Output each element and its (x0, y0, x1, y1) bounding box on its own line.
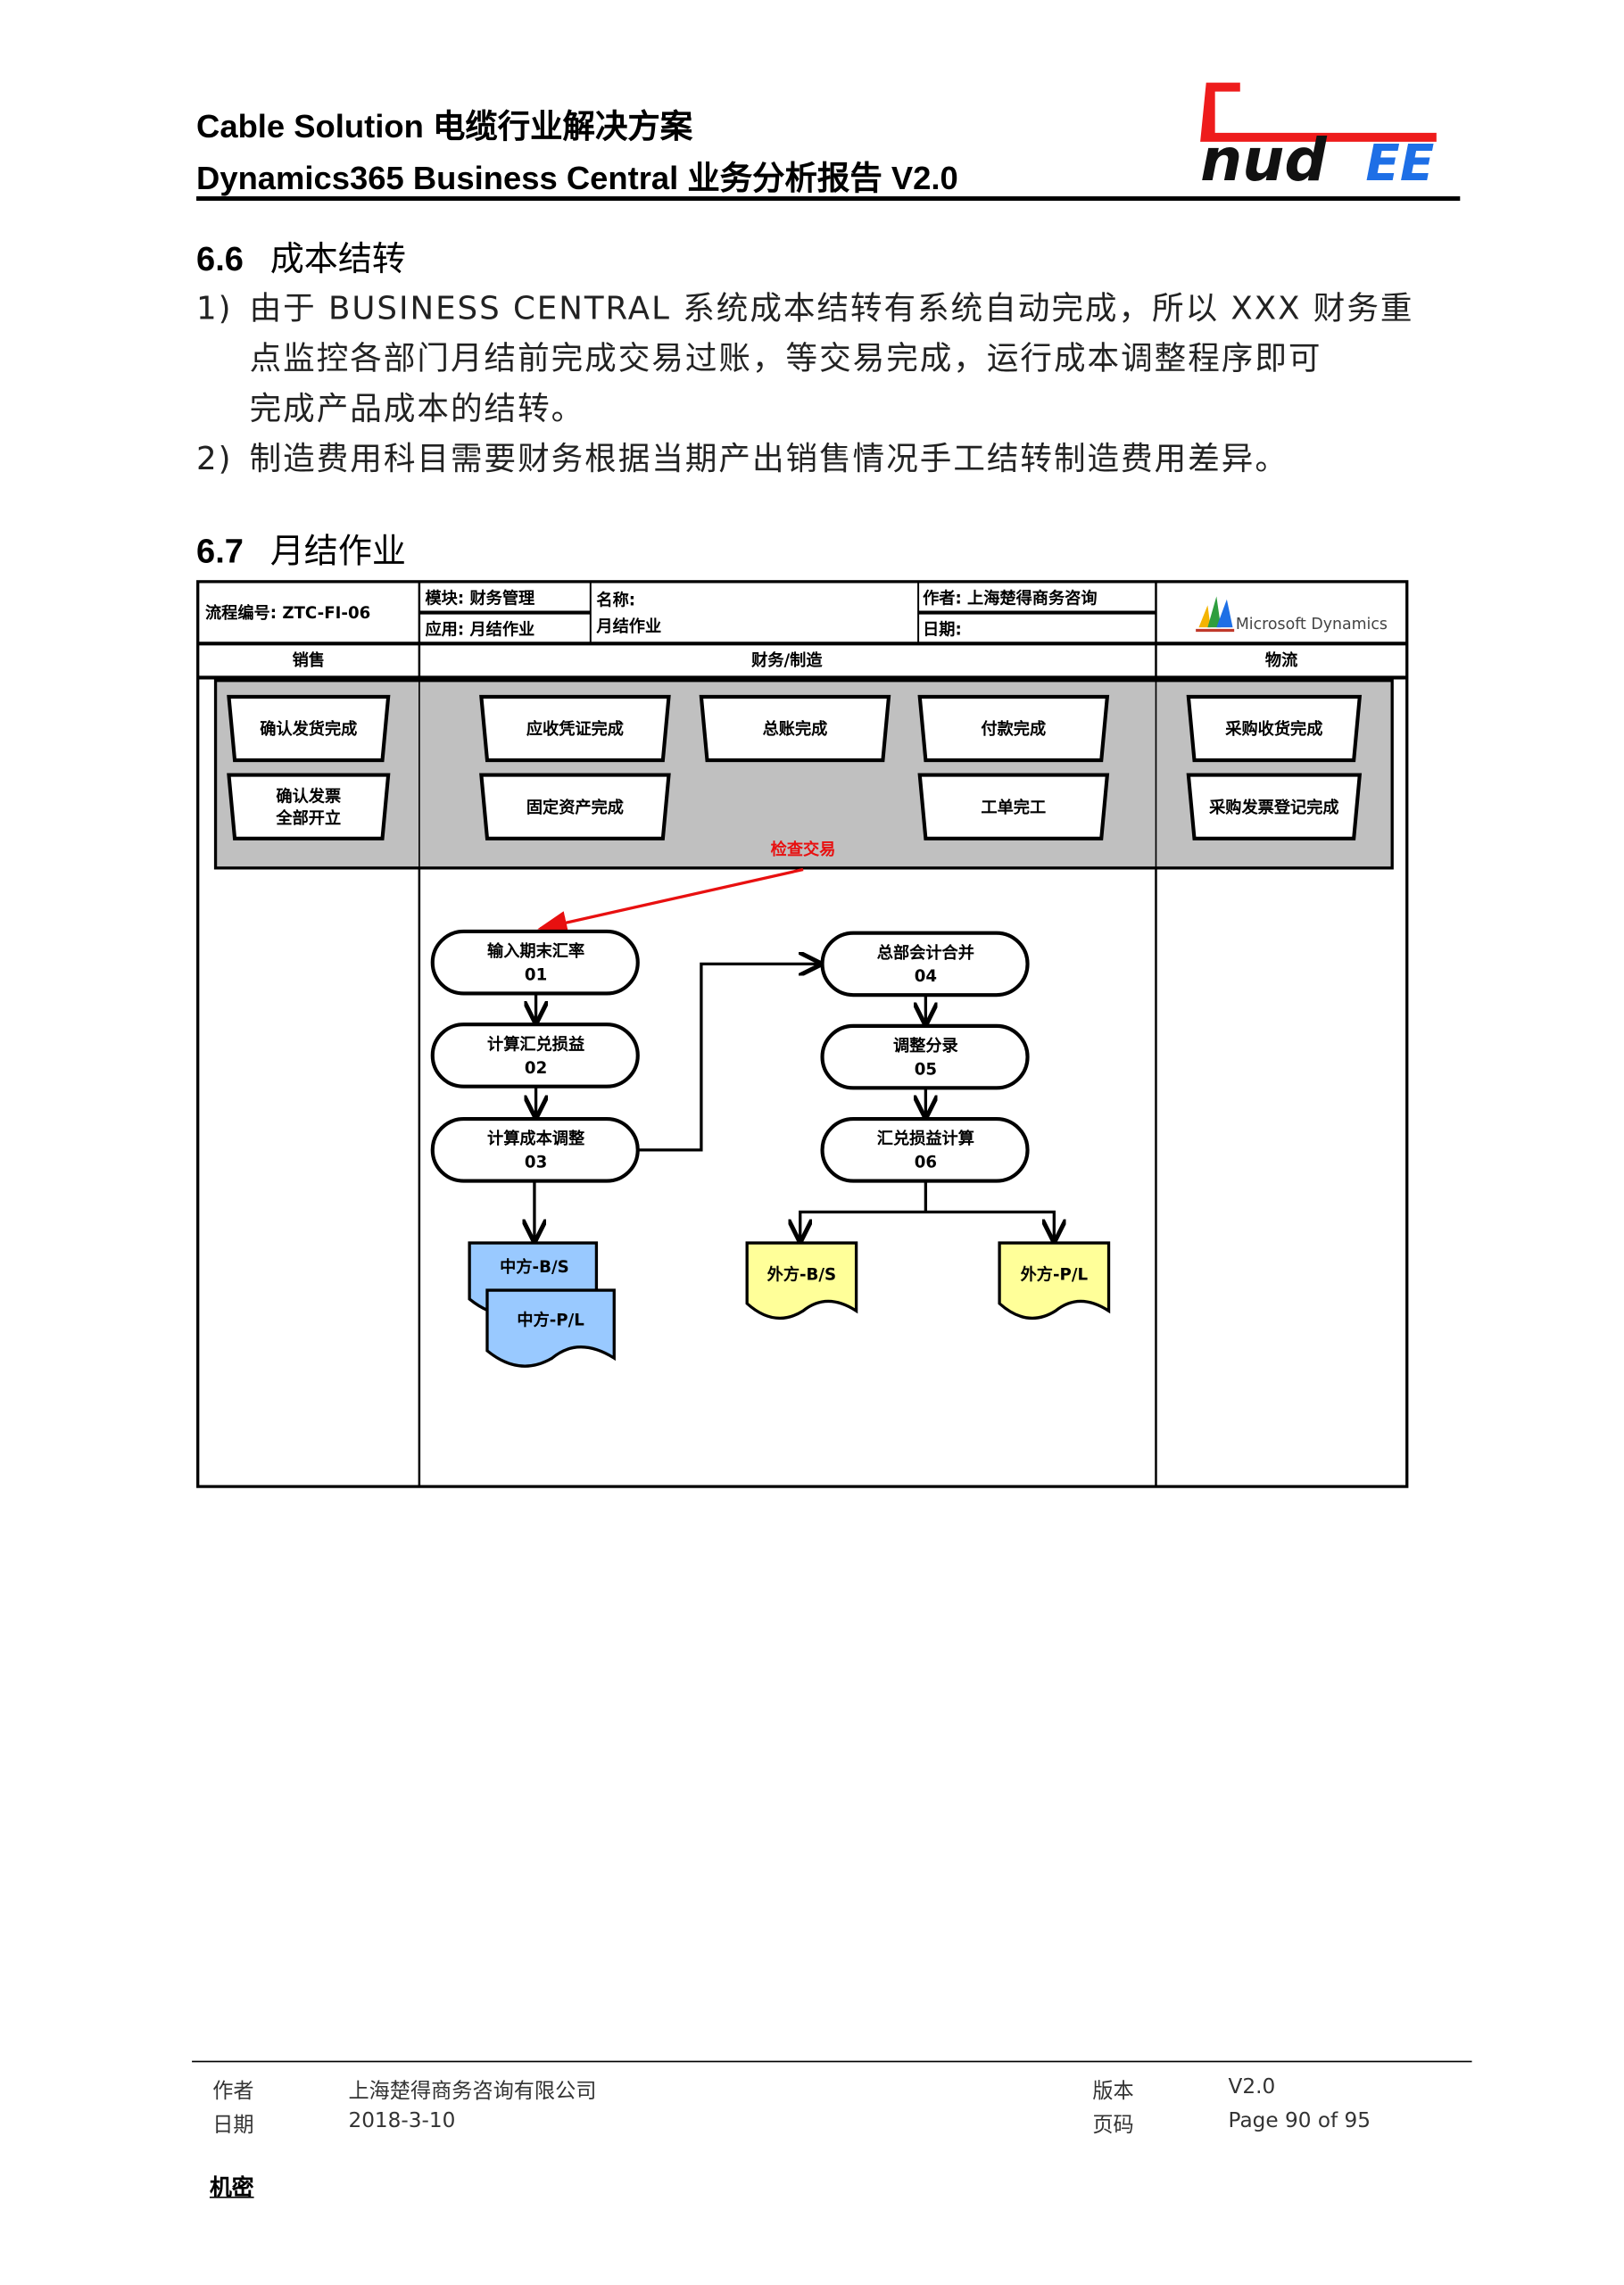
footer-date: 2018-3-10 (348, 2109, 456, 2133)
doc-cn-pl (485, 1288, 616, 1368)
list-marker: 1) (196, 290, 233, 328)
month-end-flowchart: 流程编号: ZTC-FI-06 模块: 财务管理 应用: 月结作业 名称: 月结… (196, 580, 1409, 1488)
precondition-label: 全部开立 (275, 808, 341, 828)
process-step (430, 1117, 640, 1183)
process-step-number: 03 (525, 1154, 547, 1172)
precondition-label: 采购发票登记完成 (1208, 798, 1339, 817)
check-transactions-label: 检查交易 (771, 840, 836, 859)
date-label: 日期: (923, 620, 962, 639)
flow-number: 流程编号: ZTC-FI-06 (205, 603, 370, 623)
module-label: 模块: 财务管理 (425, 589, 534, 609)
doc-foreign-bs (745, 1241, 858, 1320)
check-arrow (537, 867, 804, 935)
footer-page-label: 页码 (1092, 2114, 1134, 2138)
process-step-name: 输入期末汇率 (487, 941, 584, 961)
footer-page: Page 90 of 95 (1228, 2109, 1371, 2133)
precondition-box (699, 694, 891, 763)
footer-version-label: 版本 (1092, 2080, 1134, 2104)
process-step (430, 1022, 640, 1089)
precondition-box (917, 773, 1110, 840)
precondition-label: 采购收货完成 (1224, 719, 1322, 739)
svg-text:外方-B/S: 外方-B/S (767, 1264, 837, 1284)
precondition-box (1186, 773, 1363, 840)
lane-finance-manufacturing: 财务/制造 (751, 650, 823, 670)
process-step-number: 06 (915, 1154, 937, 1172)
author-label: 作者: 上海楚得商务咨询 (923, 589, 1097, 609)
svg-text:EE: EE (1365, 135, 1434, 187)
paragraph-line: 由于 BUSINESS CENTRAL 系统成本结转有系统自动完成，所以 XXX… (249, 290, 1414, 328)
confidential-mark: 机密 (209, 2174, 254, 2201)
process-step (820, 1023, 1030, 1090)
header-title-line2: Dynamics365 Business Central 业务分析报告 V2.0 (196, 159, 958, 197)
paragraph-line: 制造费用科目需要财务根据当期产出销售情况手工结转制造费用差异。 (249, 441, 1288, 479)
precondition-label: 工单完工 (981, 798, 1046, 817)
svg-text:中方-P/L: 中方-P/L (517, 1311, 584, 1330)
doc-foreign-pl (998, 1241, 1111, 1320)
precondition-label: 确认发票 (276, 786, 341, 806)
process-step (820, 931, 1030, 998)
process-step-name: 调整分录 (893, 1036, 958, 1056)
precondition-box (1186, 694, 1363, 763)
paragraph-line: 点监控各部门月结前完成交易过账，等交易完成，运行成本调整程序即可 (249, 341, 1322, 378)
header-title-line1: Cable Solution 电缆行业解决方案 (196, 107, 693, 145)
footer-author: 上海楚得商务咨询有限公司 (348, 2080, 597, 2104)
precondition-label: 确认发货完成 (260, 719, 357, 739)
precondition-label: 固定资产完成 (526, 798, 624, 817)
precondition-label: 应收凭证完成 (526, 719, 624, 739)
precondition-box (479, 773, 671, 840)
paragraph-line: 完成产品成本的结转。 (249, 391, 585, 428)
company-logo: nud EE (1200, 82, 1437, 187)
process-step (430, 929, 640, 996)
precondition-label: 付款完成 (981, 719, 1046, 739)
process-step-name: 计算汇兑损益 (487, 1034, 584, 1054)
svg-text:外方-P/L: 外方-P/L (1021, 1264, 1089, 1284)
footer-date-label: 日期 (212, 2114, 254, 2138)
process-step-number: 01 (525, 966, 547, 985)
lane-sales: 销售 (293, 650, 325, 670)
lane-logistics: 物流 (1265, 650, 1297, 670)
diagram-frame (196, 580, 1409, 1488)
precondition-label: 总账完成 (763, 719, 828, 739)
microsoft-dynamics-logo: Microsoft Dynamics (1196, 596, 1388, 633)
process-step-number: 05 (915, 1060, 937, 1079)
list-marker: 2) (196, 441, 233, 479)
process-step-number: 04 (915, 967, 937, 986)
footer-author-label: 作者 (212, 2080, 254, 2104)
process-step-number: 02 (525, 1059, 547, 1078)
name-label: 名称: (596, 590, 635, 609)
svg-text:Microsoft Dynamics: Microsoft Dynamics (1236, 616, 1388, 633)
svg-text:中方-B/S: 中方-B/S (500, 1257, 569, 1277)
precondition-box (917, 694, 1110, 763)
process-step-name: 计算成本调整 (487, 1129, 585, 1148)
header-rule (196, 196, 1461, 202)
process-step (820, 1117, 1030, 1183)
name-value: 月结作业 (595, 617, 661, 636)
footer-version: V2.0 (1228, 2075, 1276, 2099)
application-label: 应用: 月结作业 (425, 619, 534, 639)
svg-text:nud: nud (1200, 126, 1327, 187)
precondition-box (227, 773, 391, 840)
footer-rule (192, 2060, 1472, 2063)
precondition-box (227, 694, 391, 763)
process-step-name: 总部会计合并 (877, 943, 974, 963)
process-step-name: 汇兑损益计算 (877, 1129, 974, 1148)
precondition-box (479, 694, 671, 763)
